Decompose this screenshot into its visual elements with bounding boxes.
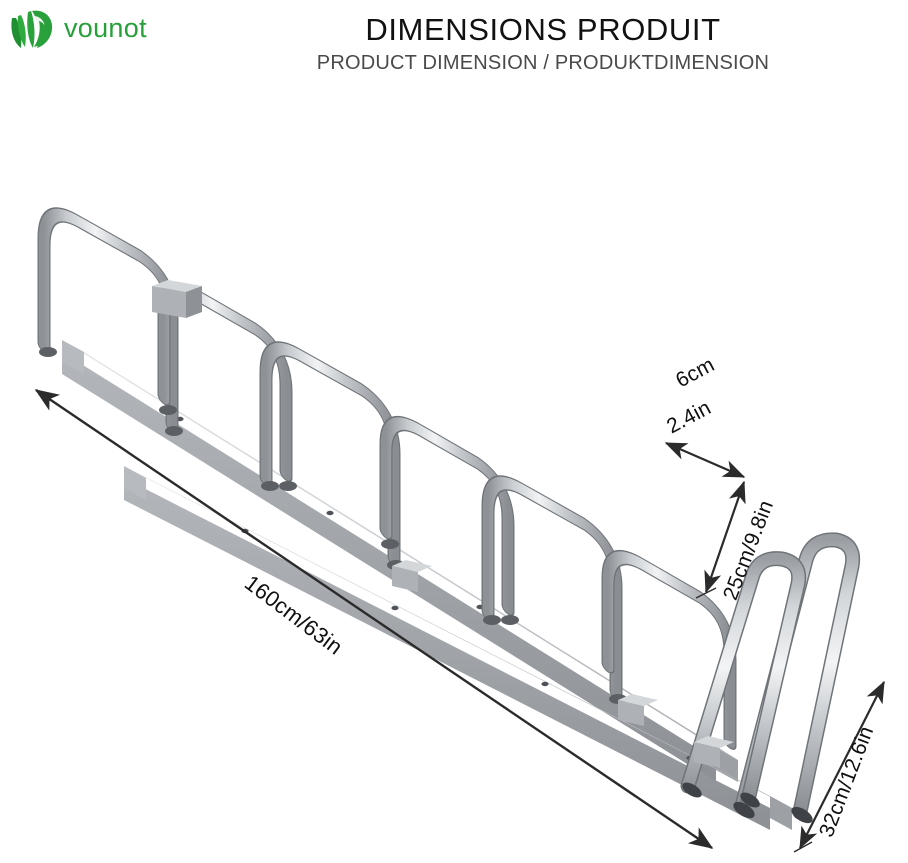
brand-name: vounot — [64, 13, 147, 43]
brand-logo: vounot — [8, 6, 147, 54]
dimension-arrow-height — [704, 480, 746, 594]
dimension-tick-height — [695, 587, 717, 599]
dimension-arrow-length — [34, 389, 714, 849]
dimension-arrow-width — [799, 680, 885, 850]
page-header: vounot DIMENSIONS PRODUIT PRODUCT DIMENS… — [0, 0, 908, 92]
rack-hoop-8 — [680, 551, 807, 808]
dimension-arrow-depth — [664, 441, 746, 479]
header-titles: DIMENSIONS PRODUIT PRODUCT DIMENSION / P… — [178, 12, 908, 77]
page-subtitle: PRODUCT DIMENSION / PRODUKTDIMENSION — [316, 51, 770, 74]
rack-hoop-7 — [734, 532, 861, 820]
dimension-tick-width — [793, 841, 813, 853]
leaf-logo-icon — [11, 10, 53, 48]
page-title: DIMENSIONS PRODUIT — [365, 12, 721, 47]
rack-clamps — [152, 280, 734, 768]
